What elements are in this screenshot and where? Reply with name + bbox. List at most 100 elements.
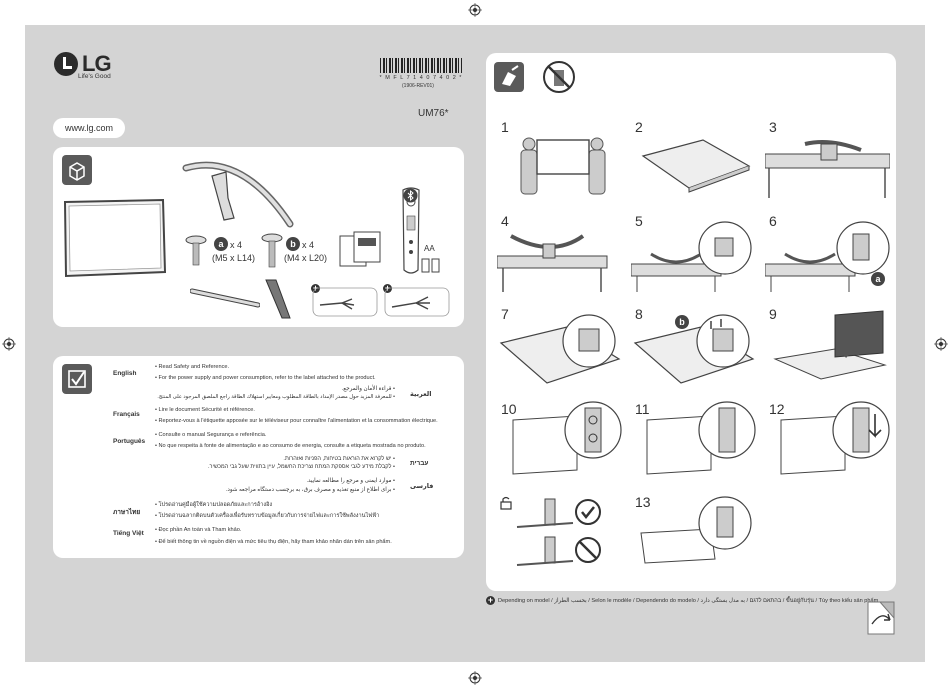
registration-mark-left — [2, 337, 16, 351]
step-10-illustration — [512, 401, 622, 475]
footnote-plus-icon: + — [486, 595, 495, 605]
step-13-illustration — [640, 496, 752, 564]
model-number: UM76* — [418, 108, 449, 119]
step-13: 13 — [631, 493, 756, 574]
magic-remote-illustration — [402, 187, 420, 274]
cleaning-cloth-icon — [494, 62, 524, 92]
lang-arabic: العربية — [410, 391, 432, 398]
step-3-number: 3 — [769, 119, 777, 135]
vietnamese-line-2: • Để biết thông tin về nguồn điện và mức… — [155, 539, 392, 545]
arabic-line-2: • للمعرفة المزيد حول مصدر الإمداد بالطاق… — [157, 394, 395, 400]
french-line-1: • Lire le document Sécurité et référence… — [155, 407, 255, 413]
cable-holder-illustration — [265, 279, 291, 319]
registration-mark-right — [934, 337, 948, 351]
lg-logo-icon — [54, 52, 78, 76]
av-cable-illustration — [312, 287, 378, 317]
step-5-illustration — [631, 221, 752, 292]
barcode-graphic — [380, 58, 462, 73]
step-2-illustration — [641, 139, 751, 193]
lang-vietnamese: Tiếng Việt — [113, 530, 144, 537]
step-11-number: 11 — [635, 401, 650, 417]
barcode-number: * M F L 7 1 4 0 7 4 0 2 * — [379, 75, 463, 81]
screw-b-size: (M4 x L20) — [284, 253, 328, 263]
step-5: 5 — [631, 212, 756, 293]
lang-english: English — [113, 370, 137, 377]
screw-b-badge: b — [286, 237, 300, 251]
batteries-illustration — [421, 258, 440, 273]
safety-instructions-panel — [53, 356, 464, 558]
cable-tie-illustration — [190, 288, 260, 308]
step-6-screw-a-badge: a — [871, 272, 885, 286]
english-line-2: • For the power supply and power consump… — [155, 375, 376, 381]
step-11-illustration — [646, 401, 756, 475]
lang-hebrew: עברית — [410, 460, 429, 467]
step-12: 12 — [765, 400, 890, 481]
manual-booklets-illustration — [339, 231, 381, 267]
step-10: 10 — [497, 400, 622, 481]
step-4-number: 4 — [501, 213, 509, 229]
revision-code: (1906-REV01) — [402, 83, 434, 89]
lock-incorrect-illustration — [516, 536, 574, 566]
prohibited-icon — [575, 537, 601, 563]
registration-mark-bottom — [468, 671, 482, 685]
step-12-number: 12 — [769, 401, 785, 417]
screw-a-size: (M5 x L14) — [212, 253, 256, 263]
step-8: 8 b — [631, 305, 756, 386]
english-line-1: • Read Safety and Reference. — [155, 364, 230, 370]
component-cable-illustration — [384, 287, 450, 317]
step-2-number: 2 — [635, 119, 643, 135]
check-icon — [575, 499, 601, 525]
step-9-number: 9 — [769, 306, 777, 322]
box-contents-icon — [62, 155, 92, 185]
step-4-illustration — [497, 234, 608, 292]
brand-tagline: Life's Good — [78, 73, 111, 80]
thai-line-2: • โปรดอ่านฉลากติดบนตัวเครื่องเพื่อรับทรา… — [155, 513, 380, 519]
lock-correct-illustration — [516, 498, 574, 528]
step-2: 2 — [631, 118, 756, 199]
step-5-number: 5 — [635, 213, 643, 229]
screw-a-count: x 4 — [230, 240, 243, 250]
step-10-number: 10 — [501, 401, 517, 417]
step-8-number: 8 — [635, 306, 643, 322]
optional-plus-icon-2: + — [383, 283, 392, 293]
step-3-illustration — [765, 140, 890, 198]
page-turn-icon — [867, 601, 895, 635]
registration-mark-top — [468, 3, 482, 17]
battery-type-label: AA — [424, 244, 435, 253]
step-6-illustration — [765, 221, 890, 292]
step-1: 1 — [497, 118, 622, 199]
step-9-illustration — [773, 310, 887, 380]
step-4: 4 — [497, 212, 622, 293]
thai-line-1: • โปรดอ่านคู่มือผู้ใช้ความปลอดภัยและการอ… — [155, 502, 273, 508]
screw-b-illustration — [261, 233, 283, 268]
vietnamese-line-1: • Đọc phần An toàn và Tham khảo. — [155, 527, 242, 533]
portuguese-line-1: • Consulte o manual Segurança e referênc… — [155, 432, 267, 438]
persian-line-2: • برای اطلاع از منبع تغذیه و مصرف برق، ب… — [225, 487, 395, 493]
step-7-illustration — [499, 314, 621, 384]
checklist-icon — [62, 364, 92, 394]
optional-plus-icon-1: + — [311, 283, 320, 293]
depending-on-model-note: Depending on model / بحسب الطراز / Selon… — [498, 598, 879, 604]
screw-b-count: x 4 — [302, 240, 315, 250]
stand-base-illustration — [182, 161, 294, 228]
step-13-number: 13 — [635, 494, 651, 510]
tv-panel-illustration — [63, 198, 167, 278]
hebrew-line-1: • יש לקרוא את הוראות בטיחות, הפניות ואזה… — [283, 456, 395, 462]
screw-a-badge: a — [214, 237, 228, 251]
lang-persian: فارسی — [410, 483, 434, 490]
step-12-illustration — [780, 401, 890, 475]
step-1-number: 1 — [501, 119, 509, 135]
step-8-screw-b-badge: b — [675, 315, 689, 329]
lang-thai: ภาษาไทย — [113, 509, 141, 516]
unlock-icon — [500, 496, 512, 510]
step-7: 7 — [497, 305, 622, 386]
screw-a-illustration — [185, 235, 207, 266]
website-link[interactable]: www.lg.com — [53, 118, 125, 138]
hebrew-line-2: • לקבלת מידע לגבי אספקת המתח וצריכת החשמ… — [207, 464, 395, 470]
lg-logo-text: LG — [82, 51, 112, 76]
french-line-2: • Reportez-vous à l'étiquette apposée su… — [155, 418, 438, 424]
arabic-line-1: • قراءة الأمان والمرجع. — [341, 386, 395, 392]
step-11: 11 — [631, 400, 756, 481]
lg-logo: LG — [54, 51, 112, 76]
step-6: 6 a — [765, 212, 890, 293]
